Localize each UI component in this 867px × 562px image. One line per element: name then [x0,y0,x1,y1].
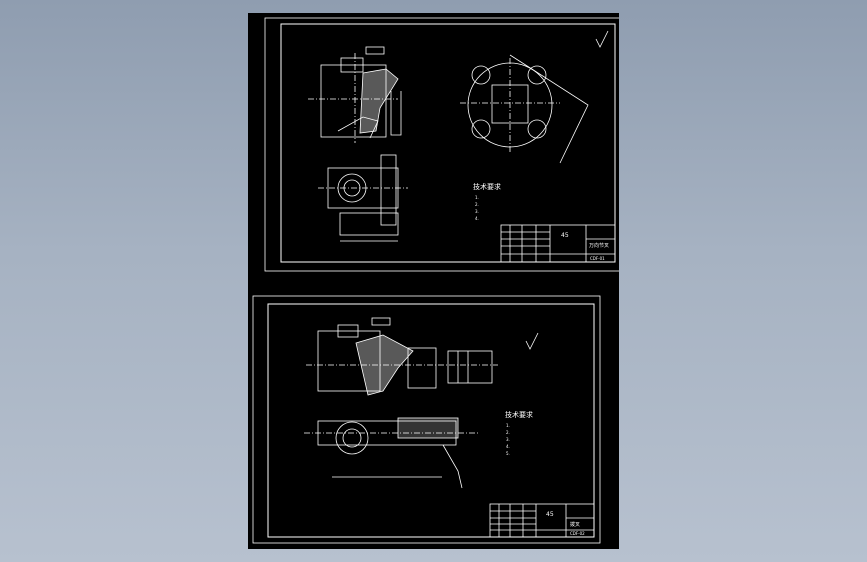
drawing-2-material: 45 [546,511,554,518]
drawing-2-roughness-symbol [525,332,539,350]
drawing-1-note-3: 3. [475,209,479,214]
drawing-1-material: 45 [561,232,569,239]
drawing-2-front-fork-end [447,350,493,384]
drawing-1 [264,17,619,272]
drawing-1-bolt-hole-tl [471,65,491,85]
drawing-1-front-arm [337,116,379,139]
drawing-1-dimension-leader [509,54,589,164]
drawing-2-front-boss [337,324,359,338]
drawing-1-title-block-frame [500,224,616,263]
drawing-2 [252,295,601,544]
drawing-1-top-view [318,154,408,242]
drawing-2-outer-frame [252,295,601,544]
drawing-sheet-canvas[interactable]: 技术要求 1. 2. 3. 4. 45 万向节叉 CDF-01 [248,13,619,549]
drawing-2-title-block [489,503,595,538]
drawing-1-roughness-symbol [595,30,609,48]
drawing-1-front-boss [340,57,364,73]
drawing-1-title-block [500,224,616,263]
drawing-1-inner-frame [280,23,616,263]
drawing-2-top-slot [397,417,459,439]
drawing-2-top-arm [442,444,463,489]
drawing-1-note-2: 2. [475,202,479,207]
drawing-2-title-block-frame [489,503,595,538]
drawing-1-bolt-hole-bl [471,119,491,139]
drawing-1-front-flange [390,91,402,136]
drawing-2-tech-title: 技术要求 [505,410,533,419]
drawing-2-front-body [317,330,381,392]
drawing-2-part-name: 拨叉 [570,521,580,528]
drawing-1-note-4: 4. [475,216,479,221]
drawing-1-bolt-hole-br [527,119,547,139]
drawing-2-top-bore-inner [342,428,362,448]
drawing-2-note-5: 5. [506,451,510,456]
drawing-2-note-2: 2. [506,430,510,435]
drawing-1-tech-title: 技术要求 [473,182,501,191]
drawing-1-side-view [460,54,589,164]
drawing-2-note-3: 3. [506,437,510,442]
drawing-1-bolt-hole-tr [527,65,547,85]
drawing-1-part-name: 万向节叉 [589,242,609,249]
drawing-1-note-1: 1. [475,195,479,200]
drawing-1-front-view [308,46,402,143]
drawing-1-top-arm [380,154,397,226]
drawing-2-note-1: 1. [506,423,510,428]
drawing-2-drawing-no: CDF-02 [570,531,585,536]
drawing-1-drawing-no: CDF-01 [590,256,605,261]
drawing-2-top-view [304,417,478,489]
drawing-2-inner-frame [267,303,595,538]
cad-drawing: 技术要求 1. 2. 3. 4. 45 万向节叉 CDF-01 [252,17,619,544]
drawing-1-outer-frame [264,17,619,272]
drawing-1-front-body [320,64,387,138]
drawing-1-hatch [359,68,399,134]
drawing-2-front-view [306,317,498,396]
drawing-2-note-4: 4. [506,444,510,449]
drawing-1-top-base [339,212,399,236]
drawing-1-tolerance-frame [365,46,385,55]
drawing-2-tolerance-frame [371,317,391,326]
drawing-2-top-bore [335,421,369,455]
drawing-2-front-fork [407,347,437,389]
